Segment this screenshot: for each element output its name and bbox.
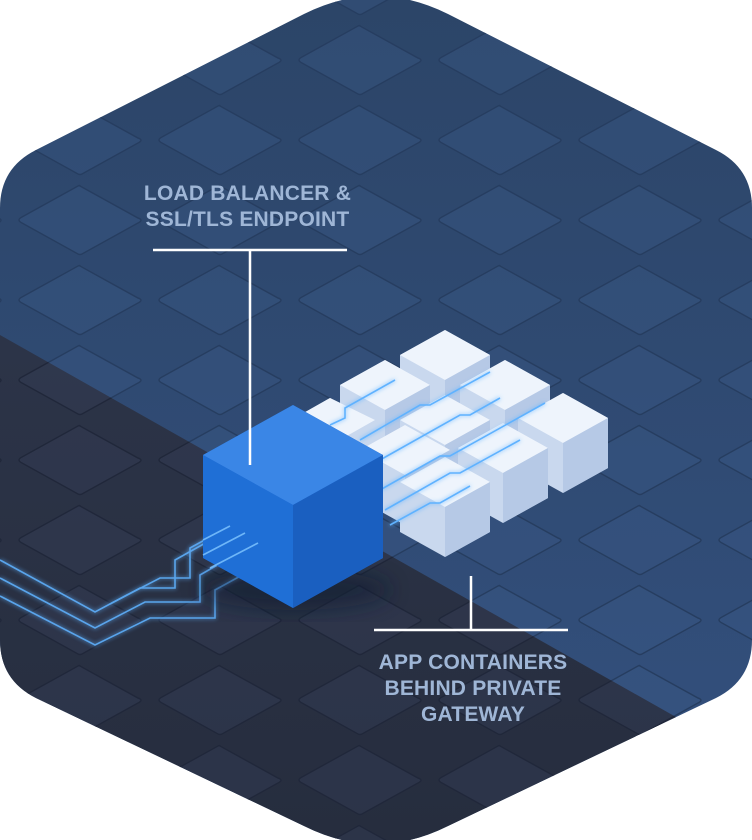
blue-cube-icon [200, 405, 390, 610]
app-containers-label-line3: GATEWAY [420, 703, 526, 726]
load-balancer-label: LOAD BALANCER & SSL/TLS ENDPOINT [140, 181, 355, 233]
load-balancer-callout [153, 248, 347, 465]
load-balancer-label-line1: LOAD BALANCER & [143, 182, 352, 205]
connector-lines [329, 371, 546, 526]
app-containers-label-line2: BEHIND PRIVATE [384, 677, 562, 700]
cube-entry-lines [202, 525, 259, 569]
app-containers-label-line1: APP CONTAINERS [378, 651, 568, 674]
container-cube [400, 457, 490, 557]
load-balancer-label-line2: SSL/TLS ENDPOINT [145, 208, 350, 231]
app-containers-label: APP CONTAINERS BEHIND PRIVATE GATEWAY [368, 650, 578, 728]
app-containers-callout [374, 576, 568, 632]
